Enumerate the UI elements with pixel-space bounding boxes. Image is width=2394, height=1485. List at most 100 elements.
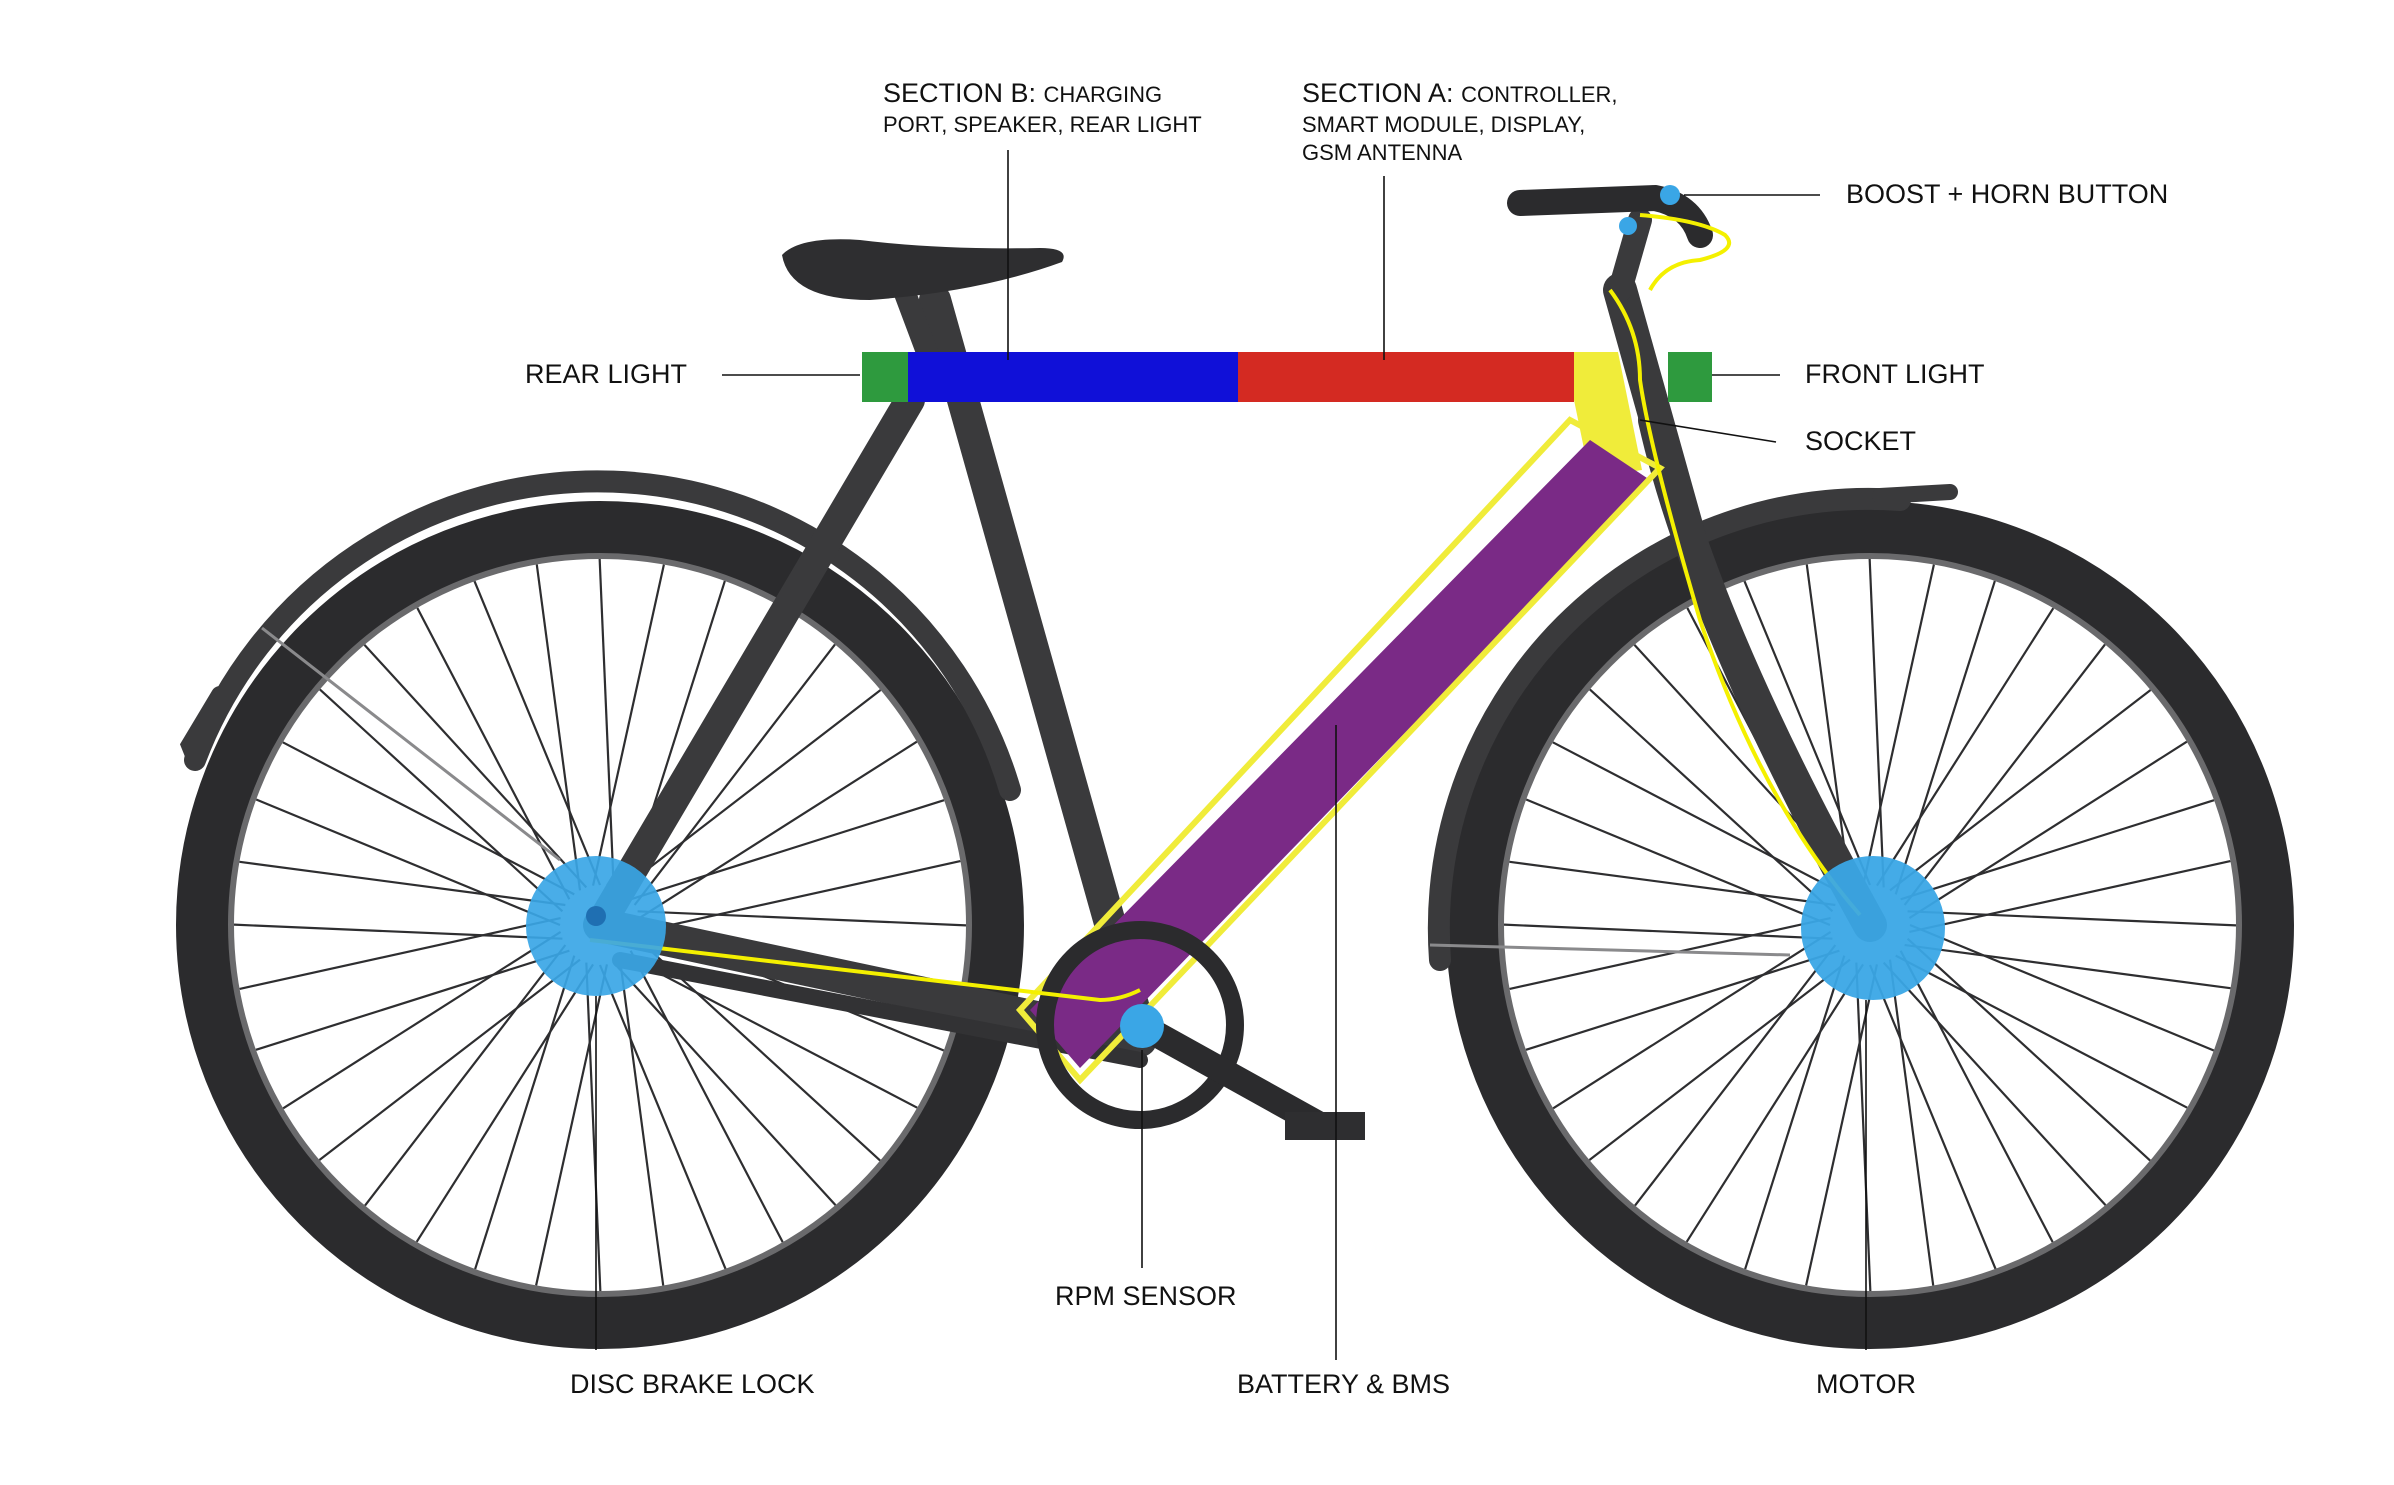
spoke bbox=[1743, 580, 1872, 886]
spoke bbox=[598, 964, 727, 1270]
spoke bbox=[1909, 860, 2231, 934]
leader-lines bbox=[595, 150, 1867, 1360]
socket-label: SOCKET bbox=[1805, 426, 1917, 456]
spoke bbox=[1908, 740, 2188, 919]
spoke bbox=[239, 860, 566, 907]
spoke bbox=[1805, 564, 1852, 891]
spoke bbox=[416, 607, 571, 900]
front-light-block bbox=[1668, 352, 1712, 402]
section-a-line3: GSM ANTENNA bbox=[1302, 140, 1463, 165]
spoke bbox=[255, 798, 561, 927]
section-a-sub: CONTROLLER, bbox=[1461, 82, 1618, 107]
section-b-line2: PORT, SPEAKER, REAR LIGHT bbox=[883, 112, 1202, 137]
spoke bbox=[1588, 958, 1851, 1161]
front-rim bbox=[1496, 551, 2244, 1299]
spoke bbox=[255, 949, 570, 1051]
spoke bbox=[1552, 931, 1832, 1110]
disc-brake-lock-label: DISC BRAKE LOCK bbox=[570, 1369, 815, 1399]
spoke bbox=[625, 954, 918, 1109]
spoke bbox=[585, 962, 602, 1292]
spoke bbox=[1589, 688, 1834, 913]
spoke bbox=[1855, 962, 1872, 1292]
section-b-sub: CHARGING bbox=[1043, 82, 1163, 107]
spoke bbox=[282, 741, 575, 896]
section-b-label: SECTION B: CHARGING PORT, SPEAKER, REAR … bbox=[883, 77, 1202, 139]
rear-fender bbox=[184, 470, 1021, 801]
spoke bbox=[591, 564, 665, 886]
spoke bbox=[363, 644, 588, 889]
spoke bbox=[1634, 944, 1837, 1207]
spoke bbox=[1904, 943, 2231, 990]
spoke bbox=[1509, 860, 1836, 907]
spoke bbox=[1868, 558, 1885, 888]
front-wheel-spokes bbox=[1503, 558, 2237, 1292]
section-a-heading: SECTION A: bbox=[1302, 78, 1454, 108]
horn-button-dot bbox=[1619, 217, 1637, 235]
spoke bbox=[535, 964, 609, 1286]
frame bbox=[583, 184, 1887, 1068]
spoke bbox=[474, 955, 576, 1270]
spoke bbox=[1894, 580, 1996, 895]
spoke bbox=[473, 580, 602, 886]
spoke bbox=[639, 860, 961, 934]
spoke bbox=[1744, 955, 1846, 1270]
fork bbox=[1638, 403, 1887, 942]
rpm-sensor-label: RPM SENSOR bbox=[1055, 1281, 1237, 1311]
spoke bbox=[1899, 950, 2054, 1243]
boost-button-dot bbox=[1660, 185, 1680, 205]
spoke bbox=[364, 944, 567, 1207]
motor-label: MOTOR bbox=[1816, 1369, 1916, 1399]
spoke bbox=[282, 931, 562, 1110]
spoke bbox=[1903, 643, 2106, 906]
rear-fender-stay bbox=[261, 626, 561, 862]
section-b-heading: SECTION B: bbox=[883, 78, 1037, 108]
spoke bbox=[233, 923, 563, 940]
spoke bbox=[637, 910, 967, 927]
spoke bbox=[1906, 937, 2151, 1162]
spoke bbox=[1900, 799, 2215, 901]
spoke bbox=[535, 564, 582, 891]
spoke bbox=[598, 558, 615, 888]
crank-arm bbox=[1127, 1012, 1333, 1138]
front-light-label: FRONT LIGHT bbox=[1805, 359, 1985, 389]
spoke bbox=[1909, 923, 2215, 1052]
spoke bbox=[1685, 963, 1864, 1243]
rear-light-block bbox=[862, 352, 908, 402]
spoke bbox=[1861, 564, 1935, 886]
section-a-block bbox=[1238, 352, 1574, 402]
spoke bbox=[1525, 949, 1840, 1051]
boost-horn-label: BOOST + HORN BUTTON bbox=[1846, 179, 2169, 209]
spoke bbox=[1876, 607, 2055, 887]
spoke bbox=[1907, 910, 2237, 927]
section-b-block bbox=[908, 352, 1238, 402]
spoke bbox=[1509, 916, 1831, 990]
section-a-line2: SMART MODULE, DISPLAY, bbox=[1302, 112, 1586, 137]
rear-wheel bbox=[176, 501, 1024, 1349]
saddle bbox=[782, 239, 1064, 300]
wiring bbox=[589, 213, 1862, 1003]
spoke bbox=[415, 963, 594, 1243]
spoke bbox=[1503, 923, 1833, 940]
spoke bbox=[1889, 689, 2152, 892]
spoke bbox=[618, 959, 665, 1286]
motor-hub bbox=[1801, 856, 1945, 1000]
rpm-sensor-dot bbox=[1120, 1004, 1164, 1048]
battery-block bbox=[1030, 440, 1650, 1068]
spoke bbox=[629, 950, 784, 1243]
front-fender bbox=[1427, 487, 1911, 971]
handlebar bbox=[1507, 184, 1713, 248]
spoke bbox=[638, 740, 918, 919]
spoke bbox=[1888, 959, 1935, 1286]
spoke bbox=[633, 643, 836, 906]
spoke bbox=[630, 799, 945, 901]
spoke bbox=[1868, 964, 1997, 1270]
rear-light-label: REAR LIGHT bbox=[525, 359, 688, 389]
spoke bbox=[1895, 954, 2188, 1109]
rear-fender-tail bbox=[179, 686, 229, 769]
spoke bbox=[612, 961, 837, 1206]
spoke bbox=[1552, 741, 1845, 896]
rear-rim bbox=[226, 551, 974, 1299]
front-fender-tip bbox=[1872, 484, 1958, 504]
